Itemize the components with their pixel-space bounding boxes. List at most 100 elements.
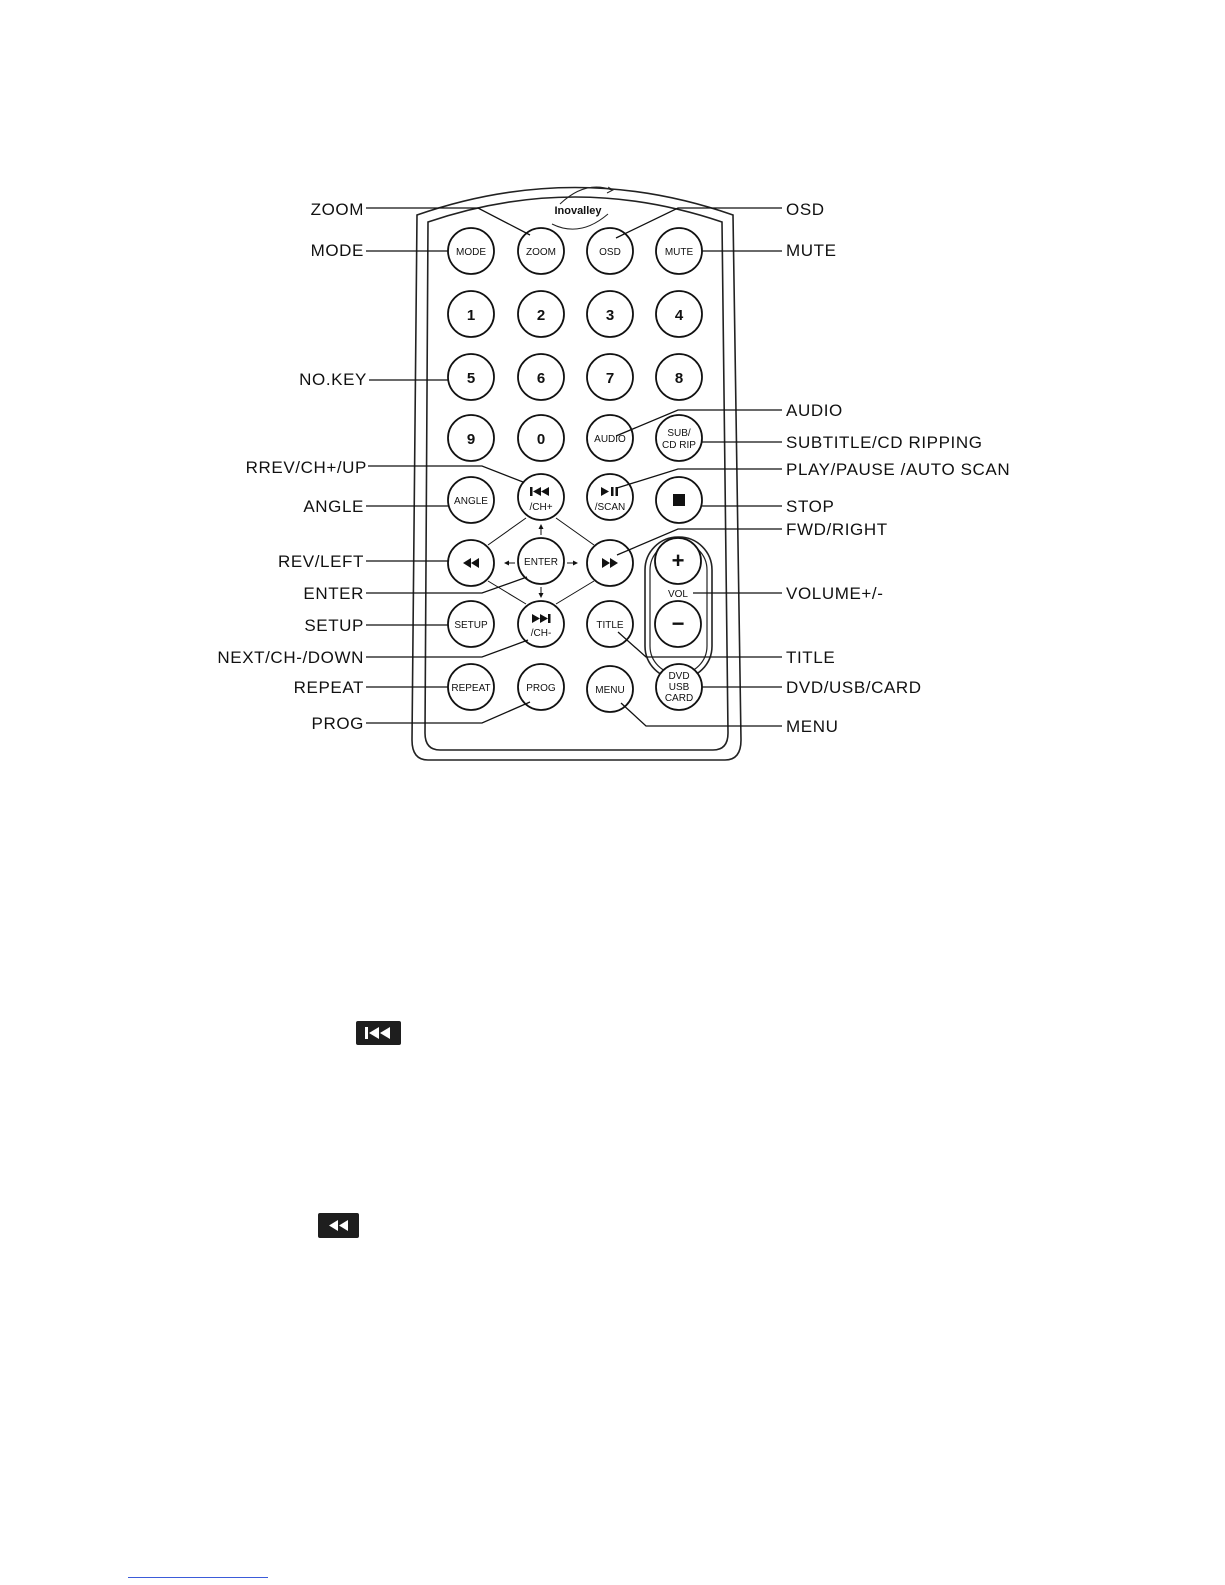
svg-text:0: 0: [537, 431, 545, 448]
digit-7-button[interactable]: 7: [586, 353, 634, 401]
svg-text:/CH-: /CH-: [531, 628, 552, 639]
svg-text:MUTE: MUTE: [665, 247, 694, 258]
mode-button[interactable]: MODE: [447, 227, 495, 275]
svg-text:MENU: MENU: [595, 685, 624, 696]
svg-text:SUB/: SUB/: [667, 428, 691, 439]
prog-button[interactable]: PROG: [517, 663, 565, 711]
remote-outer-outline: [411, 186, 742, 761]
callout-no-key: NO.KEY: [299, 370, 367, 389]
callout-volume: VOLUME+/-: [786, 584, 884, 603]
remote-inner-outline: [424, 196, 729, 751]
callout-prog: PROG: [312, 714, 364, 733]
setup-button[interactable]: SETUP: [447, 600, 495, 648]
stop-button[interactable]: [655, 476, 703, 524]
svg-text:SETUP: SETUP: [454, 620, 488, 631]
skip-forward-icon: [532, 614, 551, 623]
play-pause-scan-button[interactable]: /SCAN: [586, 473, 634, 521]
next-ch-minus-button[interactable]: /CH-: [517, 600, 565, 648]
svg-text:OSD: OSD: [599, 247, 621, 258]
callout-enter: ENTER: [303, 584, 364, 603]
digit-0-button[interactable]: 0: [517, 414, 565, 462]
audio-button[interactable]: AUDIO: [586, 414, 634, 462]
volume-down-button[interactable]: −: [654, 600, 702, 648]
svg-text:CD RIP: CD RIP: [662, 440, 696, 451]
callout-next-ch-down: NEXT/CH-/DOWN: [217, 648, 364, 667]
svg-text:4: 4: [675, 307, 684, 324]
digit-1-button[interactable]: 1: [447, 290, 495, 338]
svg-text:1: 1: [467, 307, 475, 324]
repeat-button[interactable]: REPEAT: [447, 663, 495, 711]
rev-left-button[interactable]: [447, 539, 495, 587]
callout-play-pause-auto-scan: PLAY/PAUSE /AUTO SCAN: [786, 460, 1010, 479]
svg-text:USB: USB: [669, 682, 690, 693]
play-pause-icon: [601, 487, 618, 496]
digit-5-button[interactable]: 5: [447, 353, 495, 401]
callout-osd: OSD: [786, 200, 825, 219]
svg-text:2: 2: [537, 307, 545, 324]
footnote-rule: [128, 1577, 268, 1578]
digit-3-button[interactable]: 3: [586, 290, 634, 338]
callout-mode: MODE: [311, 241, 364, 260]
digit-4-button[interactable]: 4: [655, 290, 703, 338]
callout-repeat: REPEAT: [294, 678, 364, 697]
svg-text:REPEAT: REPEAT: [451, 683, 490, 694]
svg-text:5: 5: [467, 370, 475, 387]
svg-text:Inovalley: Inovalley: [554, 205, 602, 217]
angle-button[interactable]: ANGLE: [447, 476, 495, 524]
menu-button[interactable]: MENU: [586, 665, 634, 713]
svg-text:ZOOM: ZOOM: [526, 247, 556, 258]
subtitle-cd-rip-button[interactable]: SUB/ CD RIP: [655, 414, 703, 462]
mute-button[interactable]: MUTE: [655, 227, 703, 275]
callout-rrev-ch-up: RREV/CH+/UP: [246, 458, 367, 477]
callout-title: TITLE: [786, 648, 835, 667]
digit-2-button[interactable]: 2: [517, 290, 565, 338]
vol-label: VOL: [668, 589, 688, 600]
osd-button[interactable]: OSD: [586, 227, 634, 275]
skip-back-icon: [530, 487, 549, 496]
leader-lines-left: [366, 207, 531, 724]
skip-back-icon: [356, 1021, 401, 1045]
svg-text:3: 3: [606, 307, 614, 324]
callout-menu: MENU: [786, 717, 838, 736]
volume-up-button[interactable]: +: [654, 537, 702, 585]
zoom-button[interactable]: ZOOM: [517, 227, 565, 275]
callout-audio: AUDIO: [786, 401, 843, 420]
svg-text:DVD: DVD: [668, 671, 689, 682]
callout-angle: ANGLE: [303, 497, 364, 516]
svg-text:MODE: MODE: [456, 247, 486, 258]
callout-subtitle-cd-ripping: SUBTITLE/CD RIPPING: [786, 433, 983, 452]
previous-ch-plus-button[interactable]: /CH+: [517, 473, 565, 521]
callout-setup: SETUP: [304, 616, 364, 635]
digit-9-button[interactable]: 9: [447, 414, 495, 462]
fast-forward-icon: [602, 558, 618, 568]
nav-arrows: [487, 517, 595, 605]
rewind-icon: [318, 1213, 359, 1238]
svg-text:PROG: PROG: [526, 683, 556, 694]
digit-8-button[interactable]: 8: [655, 353, 703, 401]
enter-button[interactable]: ENTER: [517, 537, 565, 585]
callout-stop: STOP: [786, 497, 834, 516]
svg-text:/CH+: /CH+: [529, 502, 552, 513]
svg-text:/SCAN: /SCAN: [595, 502, 626, 513]
digit-6-button[interactable]: 6: [517, 353, 565, 401]
svg-text:7: 7: [606, 370, 614, 387]
callout-fwd-right: FWD/RIGHT: [786, 520, 888, 539]
svg-text:ENTER: ENTER: [524, 557, 558, 568]
leader-lines-right: [615, 207, 782, 727]
svg-text:AUDIO: AUDIO: [594, 434, 626, 445]
svg-text:9: 9: [467, 431, 475, 448]
fwd-right-button[interactable]: [586, 539, 634, 587]
svg-text:8: 8: [675, 370, 683, 387]
svg-text:CARD: CARD: [665, 693, 693, 704]
svg-text:6: 6: [537, 370, 545, 387]
callout-zoom: ZOOM: [311, 200, 364, 219]
svg-text:TITLE: TITLE: [596, 620, 624, 631]
brand-logo: Inovalley: [551, 186, 615, 230]
rewind-icon: [463, 558, 479, 568]
callout-mute: MUTE: [786, 241, 837, 260]
svg-text:+: +: [672, 548, 685, 573]
svg-text:−: −: [672, 611, 685, 636]
callout-dvd-usb-card: DVD/USB/CARD: [786, 678, 922, 697]
dvd-usb-card-button[interactable]: DVD USB CARD: [655, 663, 703, 711]
